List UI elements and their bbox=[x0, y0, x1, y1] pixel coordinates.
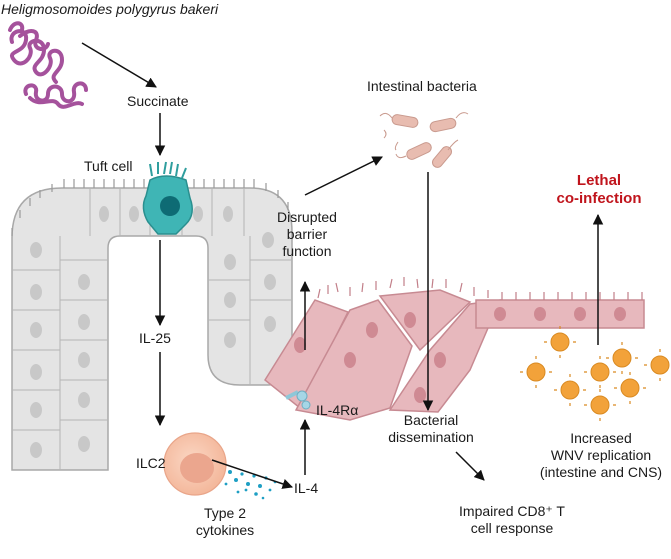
il4ra-receptor-icon bbox=[285, 390, 311, 410]
epithelial-nuclei bbox=[30, 206, 276, 458]
bacteria-icon bbox=[379, 112, 469, 168]
virus-particles-icon bbox=[526, 332, 670, 415]
damaged-microvilli bbox=[317, 277, 643, 300]
il25-label: IL-25 bbox=[139, 330, 171, 346]
intestinal-bacteria-label: Intestinal bacteria bbox=[367, 78, 477, 94]
parasite-icon bbox=[8, 21, 88, 109]
cytokine-dots bbox=[224, 470, 277, 500]
bacterial-dissemination-label: Bacterial dissemination bbox=[388, 412, 474, 445]
ilc2-cell-icon bbox=[163, 432, 227, 496]
parasite-label: Heligmosomoides polygyrus bakeri bbox=[1, 1, 219, 17]
epithelial-cell-borders bbox=[12, 188, 292, 470]
tuft-cell-label: Tuft cell bbox=[84, 158, 133, 174]
damaged-nuclei bbox=[294, 307, 626, 403]
lethal-coinfection-label: Lethal co-infection bbox=[556, 172, 642, 207]
arrow-parasite-to-succinate bbox=[81, 42, 157, 88]
virus-spikes bbox=[520, 326, 661, 421]
ilc2-label: ILC2 bbox=[136, 455, 166, 471]
microvilli bbox=[11, 179, 289, 236]
arrow-barrier-to-bacteria bbox=[304, 156, 383, 196]
arrow-dissemination-to-cd8 bbox=[455, 451, 485, 481]
wnv-replication-label: Increased WNV replication (intestine and… bbox=[539, 430, 663, 480]
il4ra-label: IL-4Rα bbox=[316, 402, 359, 418]
arrow-ilc2-to-il4 bbox=[211, 459, 293, 489]
damaged-epithelium bbox=[264, 289, 645, 421]
il4-label: IL-4 bbox=[294, 480, 319, 496]
arrows bbox=[81, 42, 604, 489]
impaired-cd8-label: Impaired CD8⁺ T cell response bbox=[459, 503, 565, 536]
disrupted-barrier-label: Disrupted barrier function bbox=[277, 209, 337, 259]
succinate-label: Succinate bbox=[127, 93, 189, 109]
type2-cytokines-label: Type 2 cytokines bbox=[195, 505, 255, 538]
tuft-cell-icon bbox=[142, 161, 193, 235]
